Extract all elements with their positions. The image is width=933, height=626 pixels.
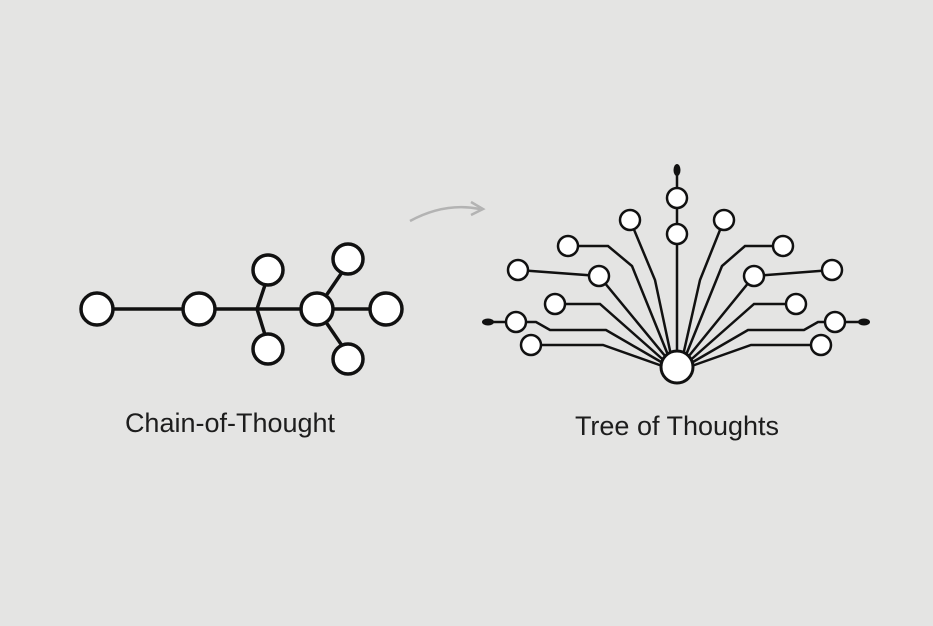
- chain-edge: [255, 281, 268, 310]
- chain-node: [79, 291, 115, 327]
- chain-of-thought-label: Chain-of-Thought: [124, 408, 336, 438]
- tree-edge: [555, 302, 669, 365]
- tree-node: [665, 186, 689, 210]
- tree-node: [771, 234, 795, 258]
- chain-of-thought-diagram: [79, 242, 404, 376]
- tree-node: [504, 310, 528, 334]
- arrow-head-icon: [470, 200, 486, 217]
- tree-root-node: [659, 349, 695, 385]
- tip-marker-icon: [482, 318, 494, 326]
- tree-edge: [531, 343, 669, 370]
- tree-of-thoughts-label: Tree of Thoughts: [574, 411, 780, 441]
- tree-node: [809, 333, 833, 357]
- tip-marker-icon: [858, 318, 870, 326]
- chain-node: [299, 291, 335, 327]
- chain-node: [331, 242, 365, 276]
- chain-node: [331, 342, 365, 376]
- transition-arrow: [409, 205, 481, 223]
- tree-node: [742, 264, 766, 288]
- tree-node: [587, 264, 611, 288]
- tree-node: [543, 292, 567, 316]
- tree-edge: [568, 244, 672, 361]
- chain-node: [368, 291, 404, 327]
- tip-marker-icon: [673, 164, 681, 176]
- tree-node: [556, 234, 580, 258]
- tree-node: [665, 222, 689, 246]
- tree-edge: [685, 302, 796, 365]
- tree-node: [784, 292, 808, 316]
- tree-node: [712, 208, 736, 232]
- tree-node: [519, 333, 543, 357]
- tree-edge: [682, 244, 783, 361]
- tree-node: [506, 258, 530, 282]
- tree-node: [820, 258, 844, 282]
- tree-node: [618, 208, 642, 232]
- tree-edge: [628, 219, 674, 361]
- chain-node: [251, 332, 285, 366]
- tree-of-thoughts-diagram: [482, 164, 870, 385]
- chain-node: [181, 291, 217, 327]
- chain-node: [251, 253, 285, 287]
- tree-edge: [685, 343, 821, 370]
- tree-node: [823, 310, 847, 334]
- tree-edge: [680, 219, 726, 361]
